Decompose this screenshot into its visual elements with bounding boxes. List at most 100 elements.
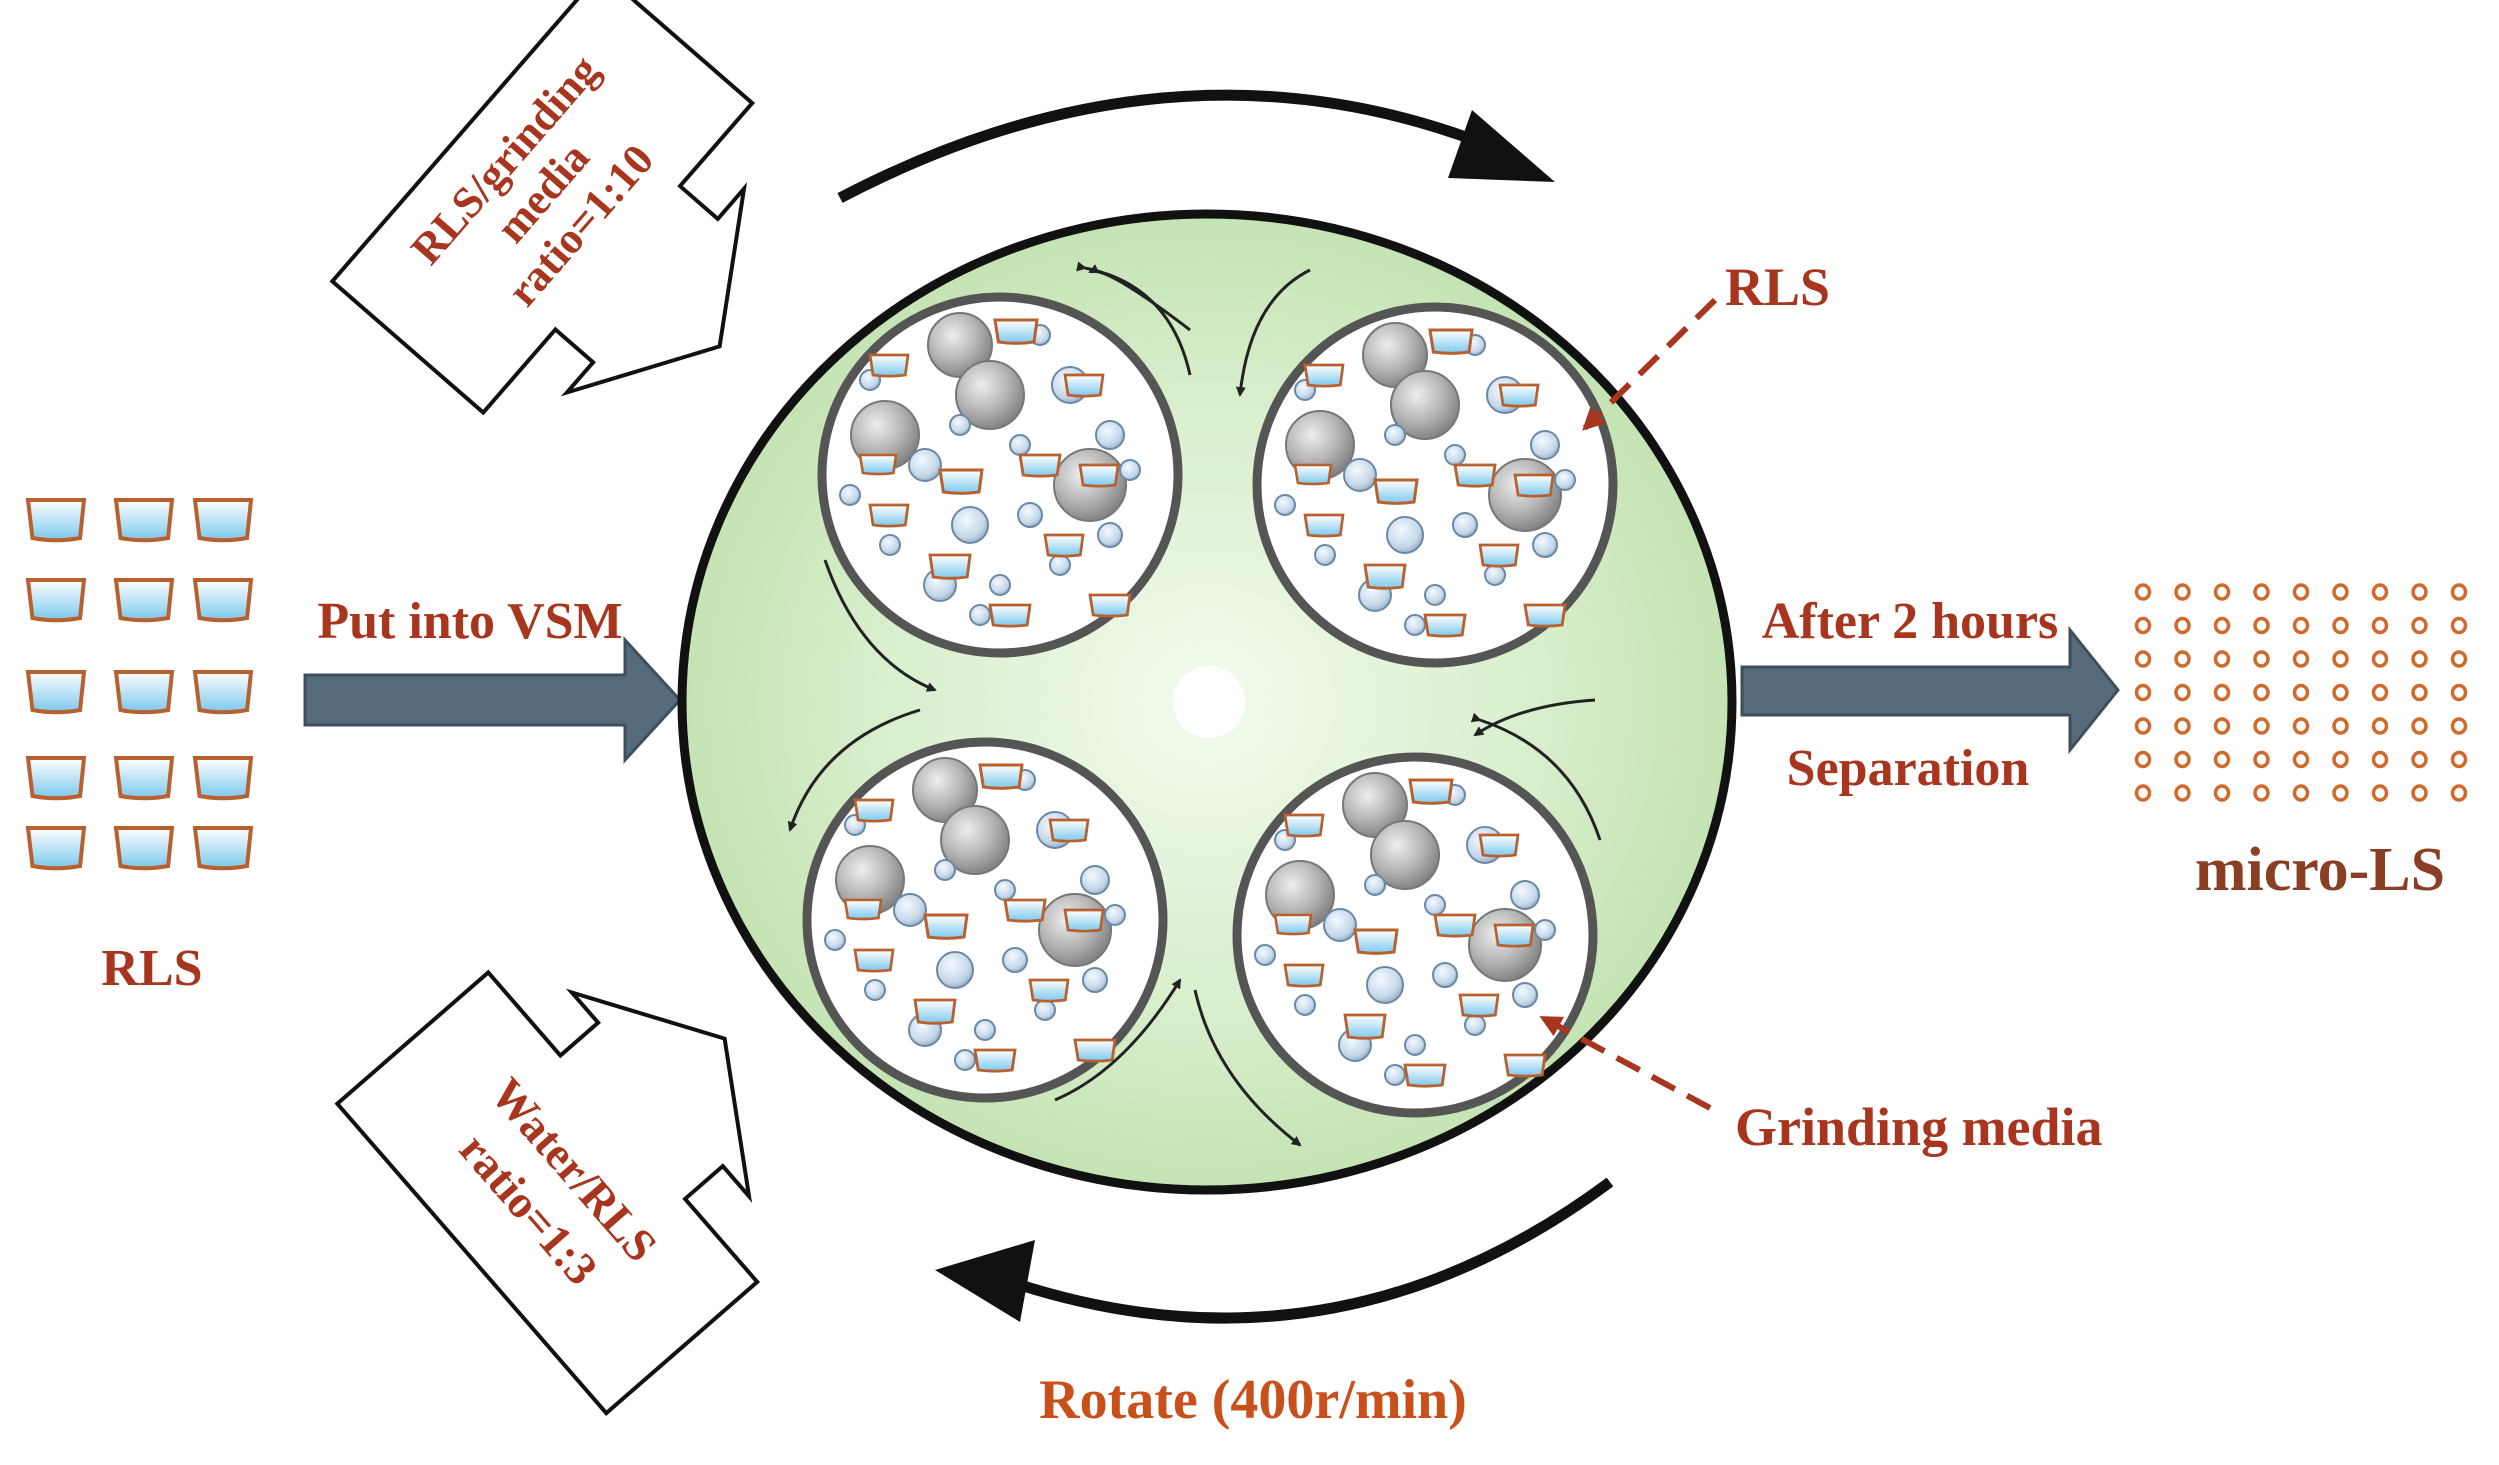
micro-ls-dot xyxy=(2332,717,2349,735)
rls-flake xyxy=(868,353,910,378)
rls-flake xyxy=(1073,1038,1117,1063)
grinding-ball xyxy=(940,805,1010,875)
bubble xyxy=(908,448,942,482)
rls-flake xyxy=(1428,328,1474,355)
rls-pointer-line xyxy=(1582,297,1718,431)
micro-ls-dot xyxy=(2371,750,2389,769)
rls-flake xyxy=(1273,913,1313,936)
put-into-arrow xyxy=(303,636,683,764)
micro-ls-dot xyxy=(2332,650,2349,668)
bubble xyxy=(1444,444,1466,466)
center-hole xyxy=(1173,666,1245,738)
rls-flake xyxy=(1353,928,1399,955)
micro-ls-dot xyxy=(2213,616,2231,635)
rls-flake xyxy=(113,498,175,543)
micro-ls-dot xyxy=(2450,683,2468,702)
bubble xyxy=(1432,962,1458,988)
after-2-hours-label: After 2 hours xyxy=(1762,593,2059,650)
rls-flake xyxy=(1283,963,1325,988)
bubble xyxy=(1274,494,1296,516)
micro-ls-dot xyxy=(2253,683,2270,702)
bubble xyxy=(1364,874,1386,896)
micro-ls-dot xyxy=(2411,717,2428,735)
bubble xyxy=(1424,584,1446,606)
rls-flake xyxy=(1453,463,1497,488)
bubble xyxy=(1384,1064,1406,1086)
bubble xyxy=(974,1019,996,1041)
micro-ls-label: micro-LS xyxy=(2195,836,2445,904)
grinding-jar-top-right xyxy=(1252,302,1618,668)
micro-ls-dot xyxy=(2174,784,2191,802)
bubble xyxy=(1530,430,1560,460)
bubble xyxy=(839,484,861,506)
micro-ls-dot xyxy=(2174,650,2191,668)
bubble xyxy=(824,929,846,951)
rls-flake xyxy=(1048,818,1090,843)
rls-flake xyxy=(1063,373,1105,398)
micro-ls-dot xyxy=(2253,750,2270,769)
bubble xyxy=(879,534,901,556)
bubble xyxy=(936,951,974,989)
rls-flake xyxy=(1503,1053,1547,1078)
bubble xyxy=(1009,434,1031,456)
rls-flake xyxy=(853,798,895,823)
micro-ls-dot xyxy=(2213,583,2231,601)
micro-ls-dot xyxy=(2213,750,2231,769)
grinding-jar-bottom-left xyxy=(802,737,1168,1103)
rls-flake xyxy=(858,453,898,476)
grinding-media-ratio-box: RLS/grinding media ratio=1:10 xyxy=(329,0,756,416)
grinding-jar-bottom-right xyxy=(1232,752,1598,1118)
put-into-vsm-label: Put into VSM xyxy=(317,593,622,650)
rls-flake xyxy=(853,948,895,973)
bubble xyxy=(1464,1014,1486,1036)
flow-arrow-6 xyxy=(1473,698,1596,737)
bubble xyxy=(1314,544,1336,566)
rotate-label: Rotate (400r/min) xyxy=(1039,1369,1467,1431)
rls-flake xyxy=(1523,603,1567,628)
micro-ls-dot xyxy=(2371,683,2389,702)
bubble xyxy=(1404,614,1426,636)
rls-flake xyxy=(1063,908,1105,933)
micro-ls-dot xyxy=(2371,583,2389,601)
micro-ls-dot xyxy=(2134,750,2152,769)
micro-ls-dot xyxy=(2371,650,2389,668)
micro-ls-dot xyxy=(2213,650,2231,668)
micro-ls-dot xyxy=(2411,750,2428,769)
bubble xyxy=(1424,894,1446,916)
flow-arrow-2 xyxy=(1076,261,1192,376)
rls-flake xyxy=(192,756,254,801)
micro-ls-dot xyxy=(2450,650,2468,668)
grinding-ball xyxy=(1390,370,1460,440)
micro-ls-dot xyxy=(2213,683,2231,702)
micro-ls-dot xyxy=(2134,784,2152,802)
micro-ls-dot xyxy=(2134,583,2152,601)
rls-flake xyxy=(1423,613,1467,638)
rls-flake xyxy=(988,603,1032,628)
rls-flake xyxy=(1498,383,1540,408)
micro-ls-dot xyxy=(2134,650,2152,668)
rls-flake xyxy=(1513,473,1555,498)
micro-ls-dot xyxy=(2292,650,2310,668)
micro-ls-dot xyxy=(2371,784,2389,802)
rls-flake xyxy=(25,498,87,543)
bubble xyxy=(1080,865,1110,895)
bubble xyxy=(1510,880,1540,910)
rotation-arrow-top xyxy=(837,89,1503,203)
bubble xyxy=(1386,516,1424,554)
rls-pointer-label: RLS xyxy=(1725,257,1830,317)
bubble xyxy=(1366,966,1404,1004)
bubble xyxy=(893,893,927,927)
rls-label: RLS xyxy=(101,940,202,997)
flow-arrow-3 xyxy=(1235,268,1311,397)
bubble xyxy=(1119,459,1141,481)
rls-flake xyxy=(113,826,175,871)
rls-flake xyxy=(192,578,254,623)
bubble xyxy=(1384,424,1406,446)
rls-flake xyxy=(25,756,87,801)
micro-ls-dot xyxy=(2292,683,2310,702)
rls-flake xyxy=(113,756,175,801)
rls-flake xyxy=(25,826,87,871)
micro-ls-dot xyxy=(2332,616,2349,635)
micro-ls-dot xyxy=(2134,683,2152,702)
